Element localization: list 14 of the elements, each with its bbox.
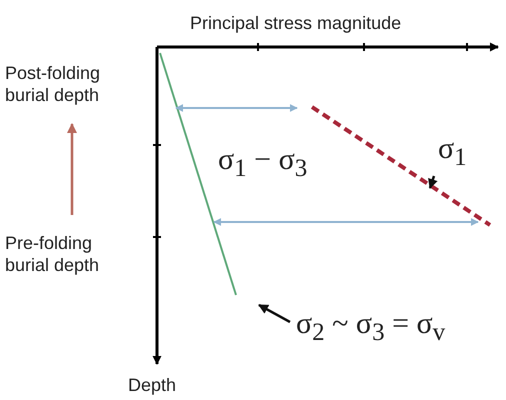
axis-caption: Pre-folding burial depth [5, 232, 133, 276]
stress-curve [159, 52, 237, 296]
arrow [258, 304, 291, 324]
double-arrow [213, 218, 479, 226]
axis-title: Depth [128, 374, 176, 396]
double-arrow [175, 104, 298, 112]
stress-label: σ$_{2}$ ~ σ$_{3}$ = σ$_{v}$ [296, 308, 496, 349]
stress-label: σ$_{1}$ [438, 133, 478, 174]
stress-curve [310, 105, 492, 227]
axis-caption: Post-folding burial depth [5, 62, 133, 106]
arrow [67, 123, 77, 215]
arrow [428, 176, 438, 189]
formula-label: σ$_{1}$ − σ$_{3}$ [218, 144, 308, 184]
axis-title: Principal stress magnitude [190, 12, 402, 34]
